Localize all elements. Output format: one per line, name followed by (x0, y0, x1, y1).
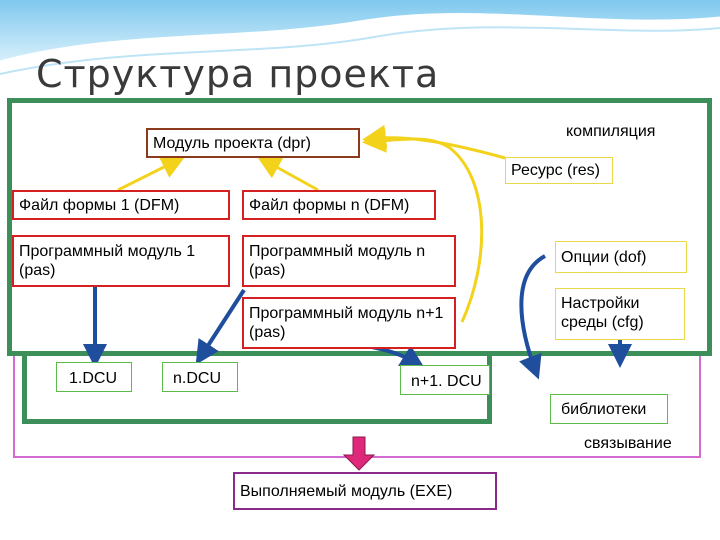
compilation-frame (7, 98, 712, 356)
linking-label: связывание (584, 435, 672, 452)
compilation-label: компиляция (566, 123, 656, 140)
libraries-box: библиотеки (550, 394, 668, 424)
header-wave-decoration (0, 0, 720, 75)
settings-box: Настройки среды (cfg) (555, 288, 685, 340)
form-file-n-box: Файл формы n (DFM) (242, 190, 436, 220)
arrow-dof-to-lib (519, 254, 547, 380)
project-module-box: Модуль проекта (dpr) (146, 128, 360, 158)
arrow-pasn1-to-dpr (362, 128, 484, 323)
program-module-n-box: Программный модуль n (pas) (242, 235, 456, 287)
program-module-n1-box: Программный модуль n+1 (pas) (242, 297, 456, 349)
options-box: Опции (dof) (555, 241, 687, 273)
dcu-n-box: n.DCU (162, 362, 238, 392)
resource-box: Ресурс (res) (505, 157, 613, 184)
dcu-1-box: 1.DCU (56, 362, 132, 392)
arrow-dfm1-to-dpr (117, 156, 186, 192)
arrow-pasn-to-dcun (195, 288, 246, 365)
arrow-link-to-exe (342, 436, 376, 471)
arrow-dfmn-to-dpr (256, 156, 319, 192)
dcu-n1-box: n+1. DCU (400, 365, 490, 395)
slide-title: Структура проекта (36, 52, 440, 96)
form-file-1-box: Файл формы 1 (DFM) (12, 190, 230, 220)
program-module-1-box: Программный модуль 1 (pas) (12, 235, 230, 287)
executable-module-box: Выполняемый модуль (EXE) (233, 472, 497, 510)
